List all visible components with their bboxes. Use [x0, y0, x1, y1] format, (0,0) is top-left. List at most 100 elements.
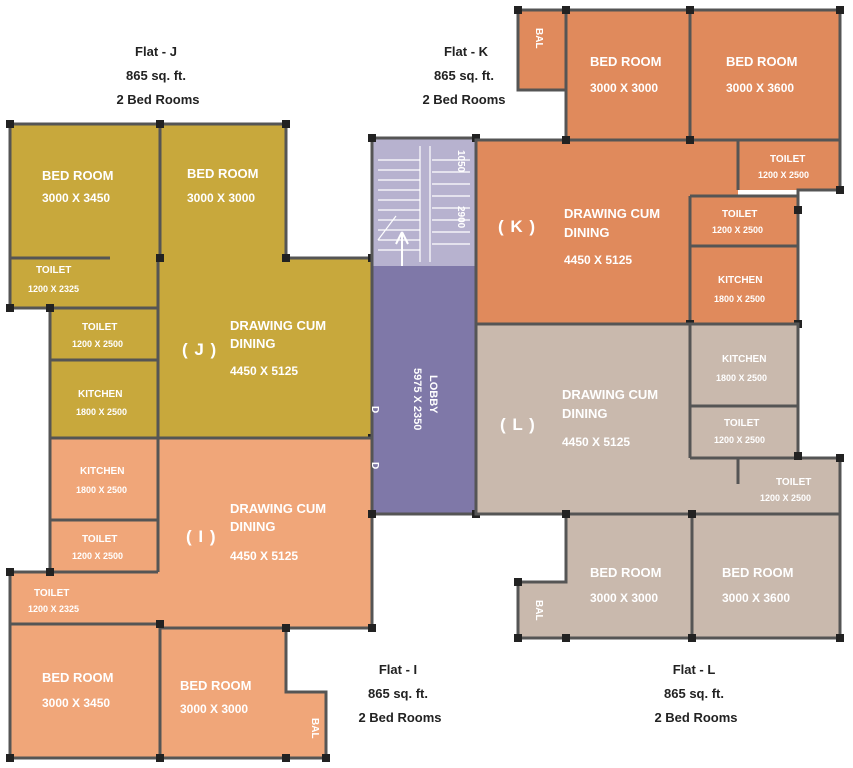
flat-l-toilet-1	[738, 458, 840, 514]
flat-l-kitchen-label: KITCHEN	[722, 354, 766, 365]
stair-dim-1: 1050	[455, 150, 466, 173]
caption-flat-k: Flat - K 865 sq. ft. 2 Bed Rooms	[422, 44, 505, 107]
flat-k-kitchen	[690, 246, 798, 324]
flat-j-drawing-label-2: DINING	[230, 336, 276, 351]
flat-l-toilet-2	[690, 406, 798, 458]
caption-flat-l: Flat - L 865 sq. ft. 2 Bed Rooms	[654, 662, 737, 725]
flat-k-toilet-1-label: TOILET	[770, 154, 805, 165]
flat-i-bedroom-2	[160, 628, 286, 758]
core: 1050 2900 UP LOBBY 5975 X 2350 D D D D	[368, 134, 484, 518]
lobby	[372, 266, 476, 514]
flat-k-toilet-2-dim: 1200 X 2500	[712, 225, 763, 235]
flat-i-toilet-2	[50, 520, 158, 572]
flat-k-bedroom-1-label: BED ROOM	[590, 54, 662, 69]
caption-flat-j-rooms: 2 Bed Rooms	[116, 92, 199, 107]
flat-i-drawing-label-2: DINING	[230, 519, 276, 534]
flat-j-drawing-dim: 4450 X 5125	[230, 364, 298, 378]
flat-l-toilet-2-dim: 1200 X 2500	[714, 435, 765, 445]
flat-i-drawing-label-1: DRAWING CUM	[230, 501, 326, 516]
flat-i-kitchen	[50, 438, 158, 520]
flat-j: BED ROOM 3000 X 3450 BED ROOM 3000 X 300…	[6, 120, 376, 442]
flat-j-toilet-2-dim: 1200 X 2500	[72, 339, 123, 349]
flat-j-drawing	[158, 258, 372, 438]
caption-flat-j: Flat - J 865 sq. ft. 2 Bed Rooms	[116, 44, 199, 107]
lobby-dim: 5975 X 2350	[411, 368, 423, 430]
caption-flat-i-area: 865 sq. ft.	[368, 686, 428, 701]
flat-k-drawing	[476, 140, 690, 324]
flat-k-balcony	[518, 10, 566, 90]
flat-l-bedroom-2-label: BED ROOM	[722, 565, 794, 580]
flat-l-drawing-label-1: DRAWING CUM	[562, 387, 658, 402]
flat-i-bedroom-2-dim: 3000 X 3000	[180, 702, 248, 716]
arrow-up-icon	[395, 231, 409, 245]
flat-j-bedroom-1-label: BED ROOM	[42, 168, 114, 183]
flat-i: KITCHEN 1800 X 2500 TOILET 1200 X 2500 (…	[6, 436, 376, 762]
flat-l-bedroom-2-dim: 3000 X 3600	[722, 591, 790, 605]
flat-l-balcony-label: BAL	[533, 600, 544, 621]
flat-j-bedroom-2	[160, 124, 286, 258]
flat-i-drawing	[158, 438, 372, 628]
flat-j-toilet-1-label: TOILET	[36, 265, 71, 276]
door-mark-3: D	[369, 406, 380, 413]
flat-i-balcony	[286, 692, 326, 758]
flat-j-toilet-2-label: TOILET	[82, 322, 117, 333]
caption-flat-i-name: Flat - I	[379, 662, 417, 677]
flat-l-drawing-dim: 4450 X 5125	[562, 435, 630, 449]
flat-k-kitchen-label: KITCHEN	[718, 275, 762, 286]
caption-flat-k-name: Flat - K	[444, 44, 489, 59]
flat-i-bedroom-2-label: BED ROOM	[180, 678, 252, 693]
flat-j-bedroom-1-dim: 3000 X 3450	[42, 191, 110, 205]
flat-i-kitchen-label: KITCHEN	[80, 466, 124, 477]
flat-k-id: ( K )	[498, 217, 536, 236]
caption-flat-j-area: 865 sq. ft.	[126, 68, 186, 83]
flat-k-balcony-label: BAL	[533, 28, 544, 49]
flat-j-drawing-label-1: DRAWING CUM	[230, 318, 326, 333]
flat-j-bedroom-2-label: BED ROOM	[187, 166, 259, 181]
flat-j-toilet-2	[50, 308, 158, 360]
flat-l-drawing-label-2: DINING	[562, 406, 608, 421]
caption-flat-l-area: 865 sq. ft.	[664, 686, 724, 701]
flat-k-drawing-dim: 4450 X 5125	[564, 253, 632, 267]
flat-k-bedroom-1	[566, 10, 690, 140]
flat-k-kitchen-dim: 1800 X 2500	[714, 294, 765, 304]
flat-k-bedroom-2	[690, 10, 840, 140]
flat-l-bedroom-1-label: BED ROOM	[590, 565, 662, 580]
flat-k: BAL BED ROOM 3000 X 3000 BED ROOM 3000 X…	[474, 6, 844, 328]
flat-k-bedroom-1-dim: 3000 X 3000	[590, 81, 658, 95]
flat-j-kitchen-label: KITCHEN	[78, 389, 122, 400]
flat-k-drawing-label-2: DINING	[564, 225, 610, 240]
flat-j-kitchen	[50, 360, 158, 438]
flat-k-drawing-label-1: DRAWING CUM	[564, 206, 660, 221]
stair-well	[372, 138, 476, 266]
caption-flat-k-rooms: 2 Bed Rooms	[422, 92, 505, 107]
flat-j-kitchen-dim: 1800 X 2500	[76, 407, 127, 417]
flat-i-bedroom-1-label: BED ROOM	[42, 670, 114, 685]
flat-l-bedroom-1	[566, 514, 692, 638]
flat-l-drawing	[476, 324, 690, 514]
flat-i-toilet-1	[10, 572, 158, 624]
flat-l-bedroom-2	[692, 514, 840, 638]
flat-l-kitchen-dim: 1800 X 2500	[716, 373, 767, 383]
flat-i-kitchen-dim: 1800 X 2500	[76, 485, 127, 495]
flat-i-toilet-1-dim: 1200 X 2325	[28, 604, 79, 614]
flat-i-toilet-2-dim: 1200 X 2500	[72, 551, 123, 561]
caption-flat-j-name: Flat - J	[135, 44, 177, 59]
flat-j-bedroom-2-dim: 3000 X 3000	[187, 191, 255, 205]
flat-i-bedroom-1	[10, 624, 160, 758]
flat-k-toilet-2	[690, 196, 798, 246]
flat-j-bedroom-1	[10, 124, 160, 258]
flat-i-id: ( I )	[186, 527, 217, 546]
caption-flat-i-rooms: 2 Bed Rooms	[358, 710, 441, 725]
caption-flat-l-rooms: 2 Bed Rooms	[654, 710, 737, 725]
flat-l-kitchen	[690, 324, 798, 406]
flat-i-bedroom-1-dim: 3000 X 3450	[42, 696, 110, 710]
lobby-label: LOBBY	[427, 375, 439, 414]
flat-k-toilet-1-dim: 1200 X 2500	[758, 170, 809, 180]
flat-j-id: ( J )	[182, 340, 217, 359]
flat-l-balcony	[518, 582, 566, 638]
flat-k-bedroom-2-dim: 3000 X 3600	[726, 81, 794, 95]
flat-k-bedroom-2-label: BED ROOM	[726, 54, 798, 69]
flat-l: ( L ) DRAWING CUM DINING 4450 X 5125 KIT…	[474, 322, 844, 642]
flat-l-toilet-2-label: TOILET	[724, 418, 759, 429]
